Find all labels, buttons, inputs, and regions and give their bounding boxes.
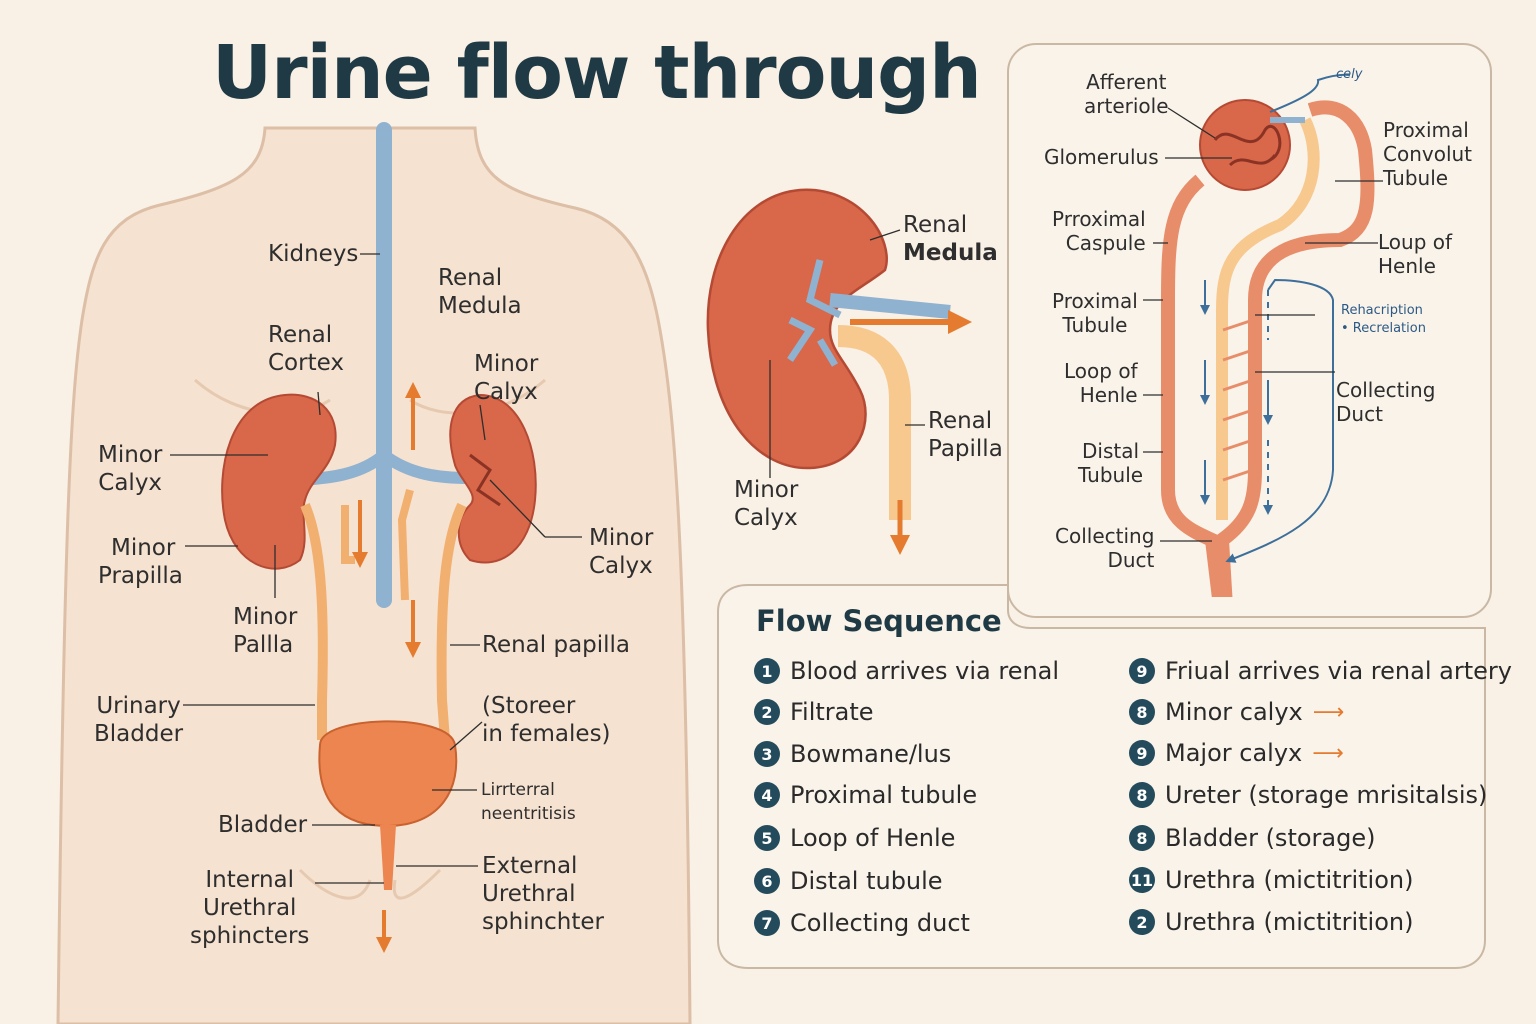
- label-renal-papilla: Renal papilla: [482, 632, 631, 658]
- urinary-bladder: [318, 720, 458, 828]
- flow-sequence-panel: [717, 584, 1486, 969]
- label-rehacription: Rehacription: [1341, 303, 1423, 318]
- left-kidney: [221, 393, 337, 570]
- right-kidney: [449, 393, 537, 564]
- arrow-right-icon: ⟶: [1312, 699, 1345, 725]
- label-cely: cely: [1336, 67, 1363, 82]
- label-recrelation: • Recrelation: [1341, 321, 1426, 336]
- page-title: Urine flow through: [212, 30, 982, 116]
- glomerulus-drawing: [1199, 99, 1291, 191]
- arrow-right-icon: ⟶: [1312, 740, 1344, 766]
- label-bladder: Bladder: [218, 812, 308, 838]
- urethra: [380, 825, 396, 890]
- kidney-cross-section: [706, 188, 888, 470]
- torso-silhouette: [56, 126, 692, 1024]
- left-ureter: [300, 503, 328, 740]
- flow-sequence-title: Flow Sequence: [756, 604, 1002, 638]
- label-glomerulus: Glomerulus: [1044, 145, 1159, 169]
- right-ureter: [436, 502, 467, 741]
- label-kidneys: Kidneys: [268, 241, 359, 267]
- nephron-tubule: [1161, 100, 1375, 597]
